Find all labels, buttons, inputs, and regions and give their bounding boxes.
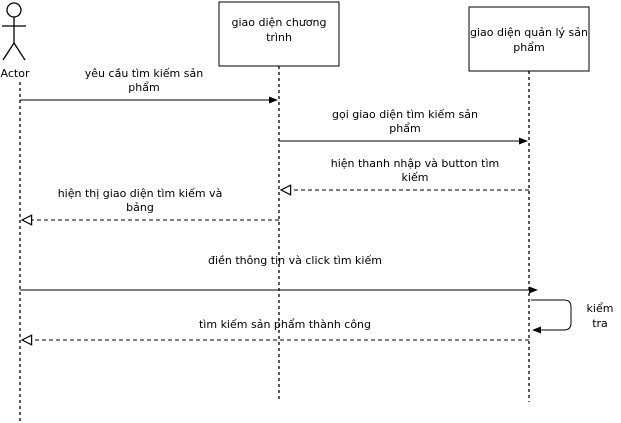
actor-label: Actor — [1, 67, 30, 80]
participant-product-mgmt-ui: giao diện quản lý sản phẩm — [468, 6, 590, 72]
message-4-label-line1: hiện thị giao diện tìm kiếm và — [58, 187, 223, 200]
message-3-label-line1: hiện thanh nhập và button tìm — [331, 157, 500, 170]
message-4-label-line2: bảng — [126, 201, 154, 214]
participant-program-ui-label-line2: trình — [266, 31, 292, 44]
message-6-label-line2: tra — [592, 317, 608, 330]
message-6-label-line1: kiểm — [587, 302, 614, 315]
message-2-label-line1: gọi giao diện tìm kiếm sản — [332, 108, 478, 121]
message-1-label-line2: phẩm — [128, 81, 159, 94]
participant-program-ui: giao diện chương trình — [218, 1, 340, 67]
message-6-self-arrow — [531, 299, 572, 334]
participant-program-ui-label-line1: giao diện chương — [232, 16, 327, 29]
message-1-label-line1: yêu cầu tìm kiếm sản — [85, 67, 203, 80]
participant-product-mgmt-ui-label-line1: giao diện quản lý sản — [470, 26, 588, 39]
actor-stick-figure-icon — [2, 2, 26, 61]
message-2-label-line2: phẩm — [389, 122, 420, 135]
message-5-label: điền thông tin và click tìm kiếm — [208, 254, 382, 267]
message-7-label: tìm kiếm sản phẩm thành công — [199, 318, 371, 331]
participant-product-mgmt-ui-label-line2: phẩm — [513, 41, 544, 54]
message-3-label-line2: kiếm — [402, 171, 429, 184]
